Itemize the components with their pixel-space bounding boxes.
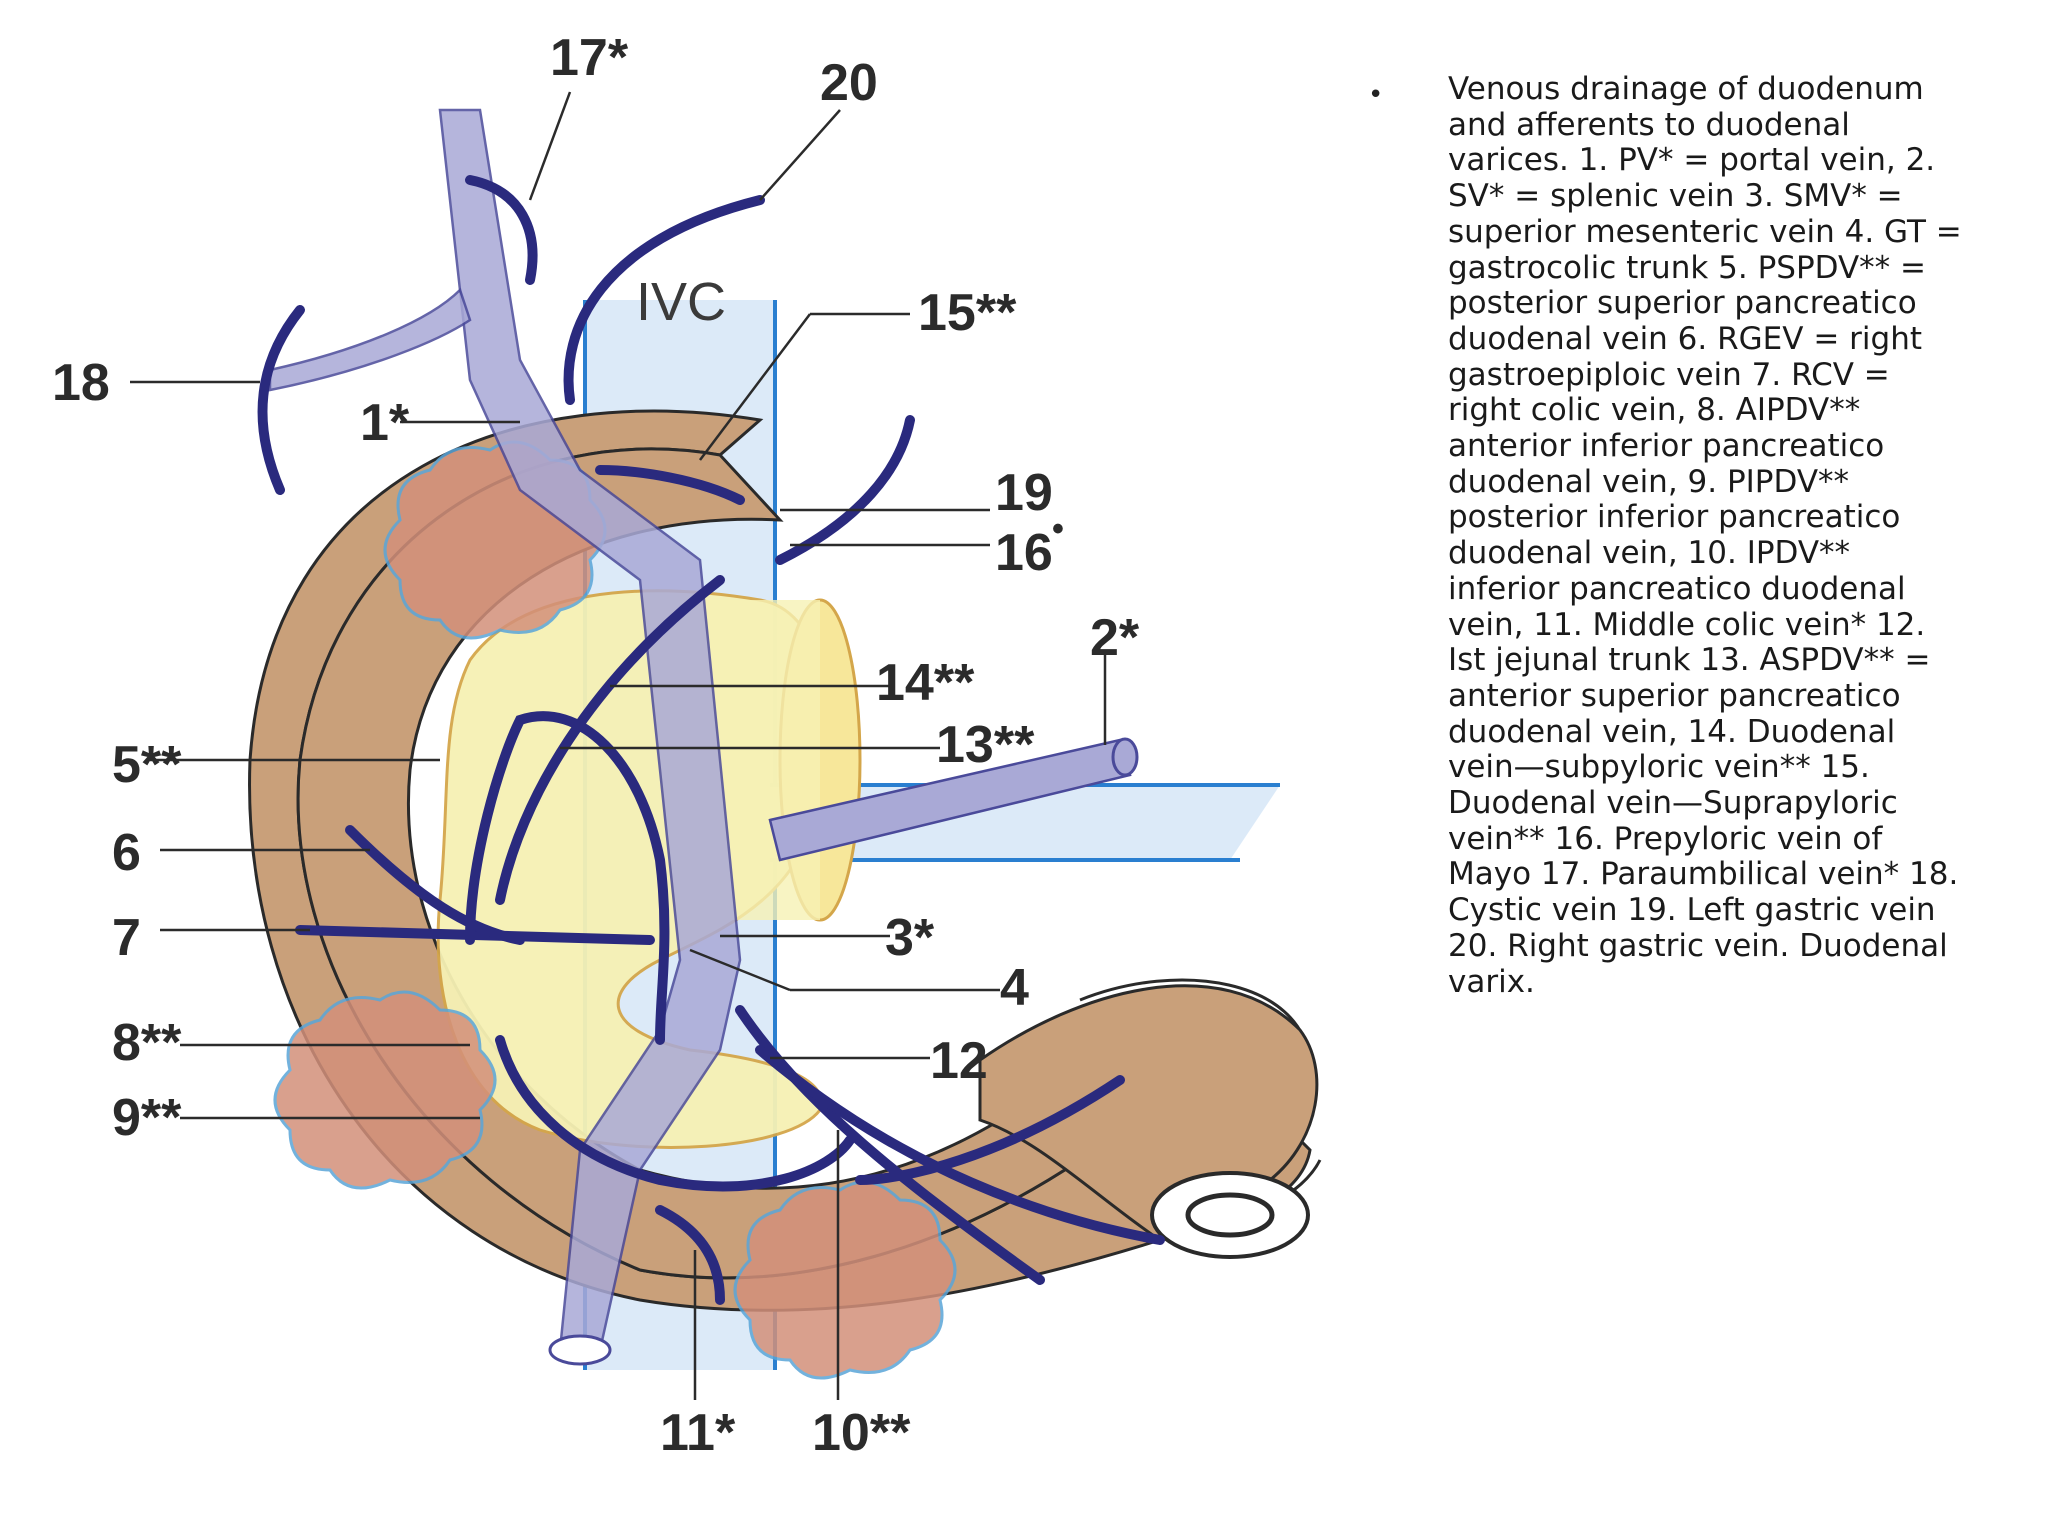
label-15: 15** <box>918 284 1017 342</box>
label-20: 20 <box>820 54 878 112</box>
label-3: 3* <box>885 909 935 967</box>
duodenal-varices <box>273 440 957 1380</box>
leader-lines <box>130 91 1107 1400</box>
label-19: 19 <box>995 464 1053 522</box>
label-16-marker: • <box>1052 510 1064 548</box>
label-12: 12 <box>930 1032 988 1090</box>
label-16: 16 <box>995 524 1053 582</box>
label-4: 4 <box>1000 959 1029 1017</box>
label-9: 9** <box>112 1089 182 1147</box>
label-6: 6 <box>112 824 141 882</box>
label-18: 18 <box>52 354 110 412</box>
label-8: 8** <box>112 1014 182 1072</box>
label-10: 10** <box>812 1404 911 1462</box>
label-2: 2* <box>1090 609 1140 667</box>
label-11: 11* <box>660 1404 736 1462</box>
ivc-label: IVC <box>636 272 726 332</box>
label-5: 5** <box>112 736 182 794</box>
dark-veins <box>257 175 1165 1305</box>
label-7: 7 <box>112 909 141 967</box>
label-1: 1* <box>360 394 410 452</box>
label-17: 17* <box>550 29 629 87</box>
number-labels: 17* 20 15** 18 1* 19 16 • 2* 14** 13** 5… <box>52 29 1140 1462</box>
caption-text: Venous drainage of duodenum and afferent… <box>1448 71 1962 1000</box>
label-13: 13** <box>936 716 1035 774</box>
label-14: 14** <box>876 654 975 712</box>
caption-bullet: • <box>1368 80 1384 110</box>
duodenal-venous-diagram: IVC <box>52 29 1322 1462</box>
